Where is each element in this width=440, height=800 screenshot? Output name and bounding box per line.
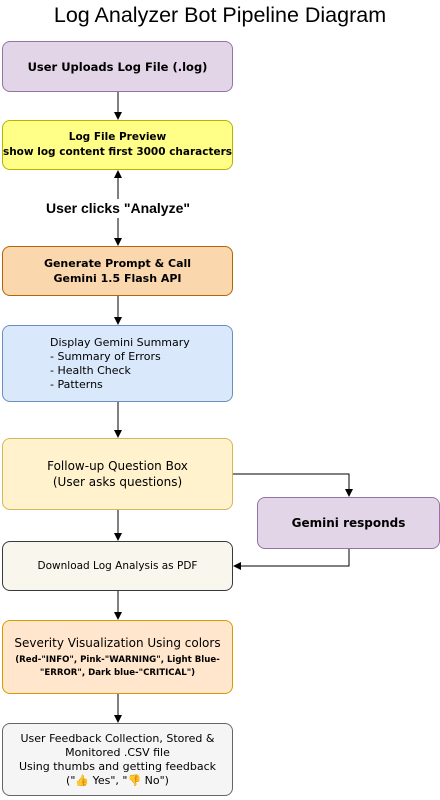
node-feedback-line-1: User Feedback Collection, Stored & bbox=[20, 731, 215, 745]
node-severity-visualization: Severity Visualization Using colors (Red… bbox=[2, 620, 233, 694]
node-prompt-line-2: Gemini 1.5 Flash API bbox=[53, 272, 182, 285]
node-log-preview: Log File Preview (show log content first… bbox=[2, 120, 233, 170]
node-prompt-line-1: Generate Prompt & Call bbox=[43, 257, 192, 270]
node-feedback-line-3: Using thumbs and getting feedback bbox=[18, 759, 217, 773]
node-summary-line-2: - Summary of Errors bbox=[50, 349, 161, 363]
node-followup-line-1: Follow-up Question Box bbox=[47, 459, 188, 473]
node-upload-line-1: User Uploads Log File (.log) bbox=[27, 59, 208, 74]
node-feedback-line-2: Monitored .CSV file bbox=[65, 745, 170, 759]
edge-label-analyze: User clicks "Analyze" bbox=[0, 199, 236, 217]
node-summary-line-4: - Patterns bbox=[50, 377, 103, 391]
node-followup-line-2: (User asks questions) bbox=[52, 475, 183, 489]
node-severity-line-1: Severity Visualization Using colors bbox=[14, 635, 221, 650]
node-download-line-1: Download Log Analysis as PDF bbox=[37, 560, 198, 572]
node-severity-line-2: (Red-"INFO", Pink-"WARNING", Light Blue- bbox=[15, 654, 220, 665]
node-followup-question: Follow-up Question Box (User asks questi… bbox=[2, 438, 233, 510]
node-upload-log: User Uploads Log File (.log) bbox=[2, 41, 233, 92]
node-preview-line-1: Log File Preview bbox=[68, 131, 167, 143]
diagram-title: Log Analyzer Bot Pipeline Diagram bbox=[53, 3, 387, 27]
node-severity-line-3: "ERROR", Dark blue-"CRITICAL") bbox=[39, 667, 196, 678]
node-download-pdf: Download Log Analysis as PDF bbox=[2, 541, 233, 591]
node-user-feedback: User Feedback Collection, Stored & Monit… bbox=[2, 723, 233, 796]
node-gemini-responds: Gemini responds bbox=[257, 497, 440, 549]
node-summary-line-1: Display Gemini Summary bbox=[50, 335, 190, 349]
node-generate-prompt: Generate Prompt & Call Gemini 1.5 Flash … bbox=[2, 246, 233, 296]
node-feedback-line-4: ("👍 Yes", "👎 No") bbox=[66, 773, 169, 787]
arrow-responds-to-download bbox=[233, 549, 350, 570]
node-summary-line-3: - Health Check bbox=[50, 363, 131, 377]
node-display-summary: Display Gemini Summary - Summary of Erro… bbox=[2, 325, 233, 402]
node-responds-line-1: Gemini responds bbox=[291, 516, 406, 530]
arrow-followup-to-responds bbox=[233, 473, 353, 497]
node-preview-line-2: (show log content first 3000 characters) bbox=[2, 146, 233, 158]
